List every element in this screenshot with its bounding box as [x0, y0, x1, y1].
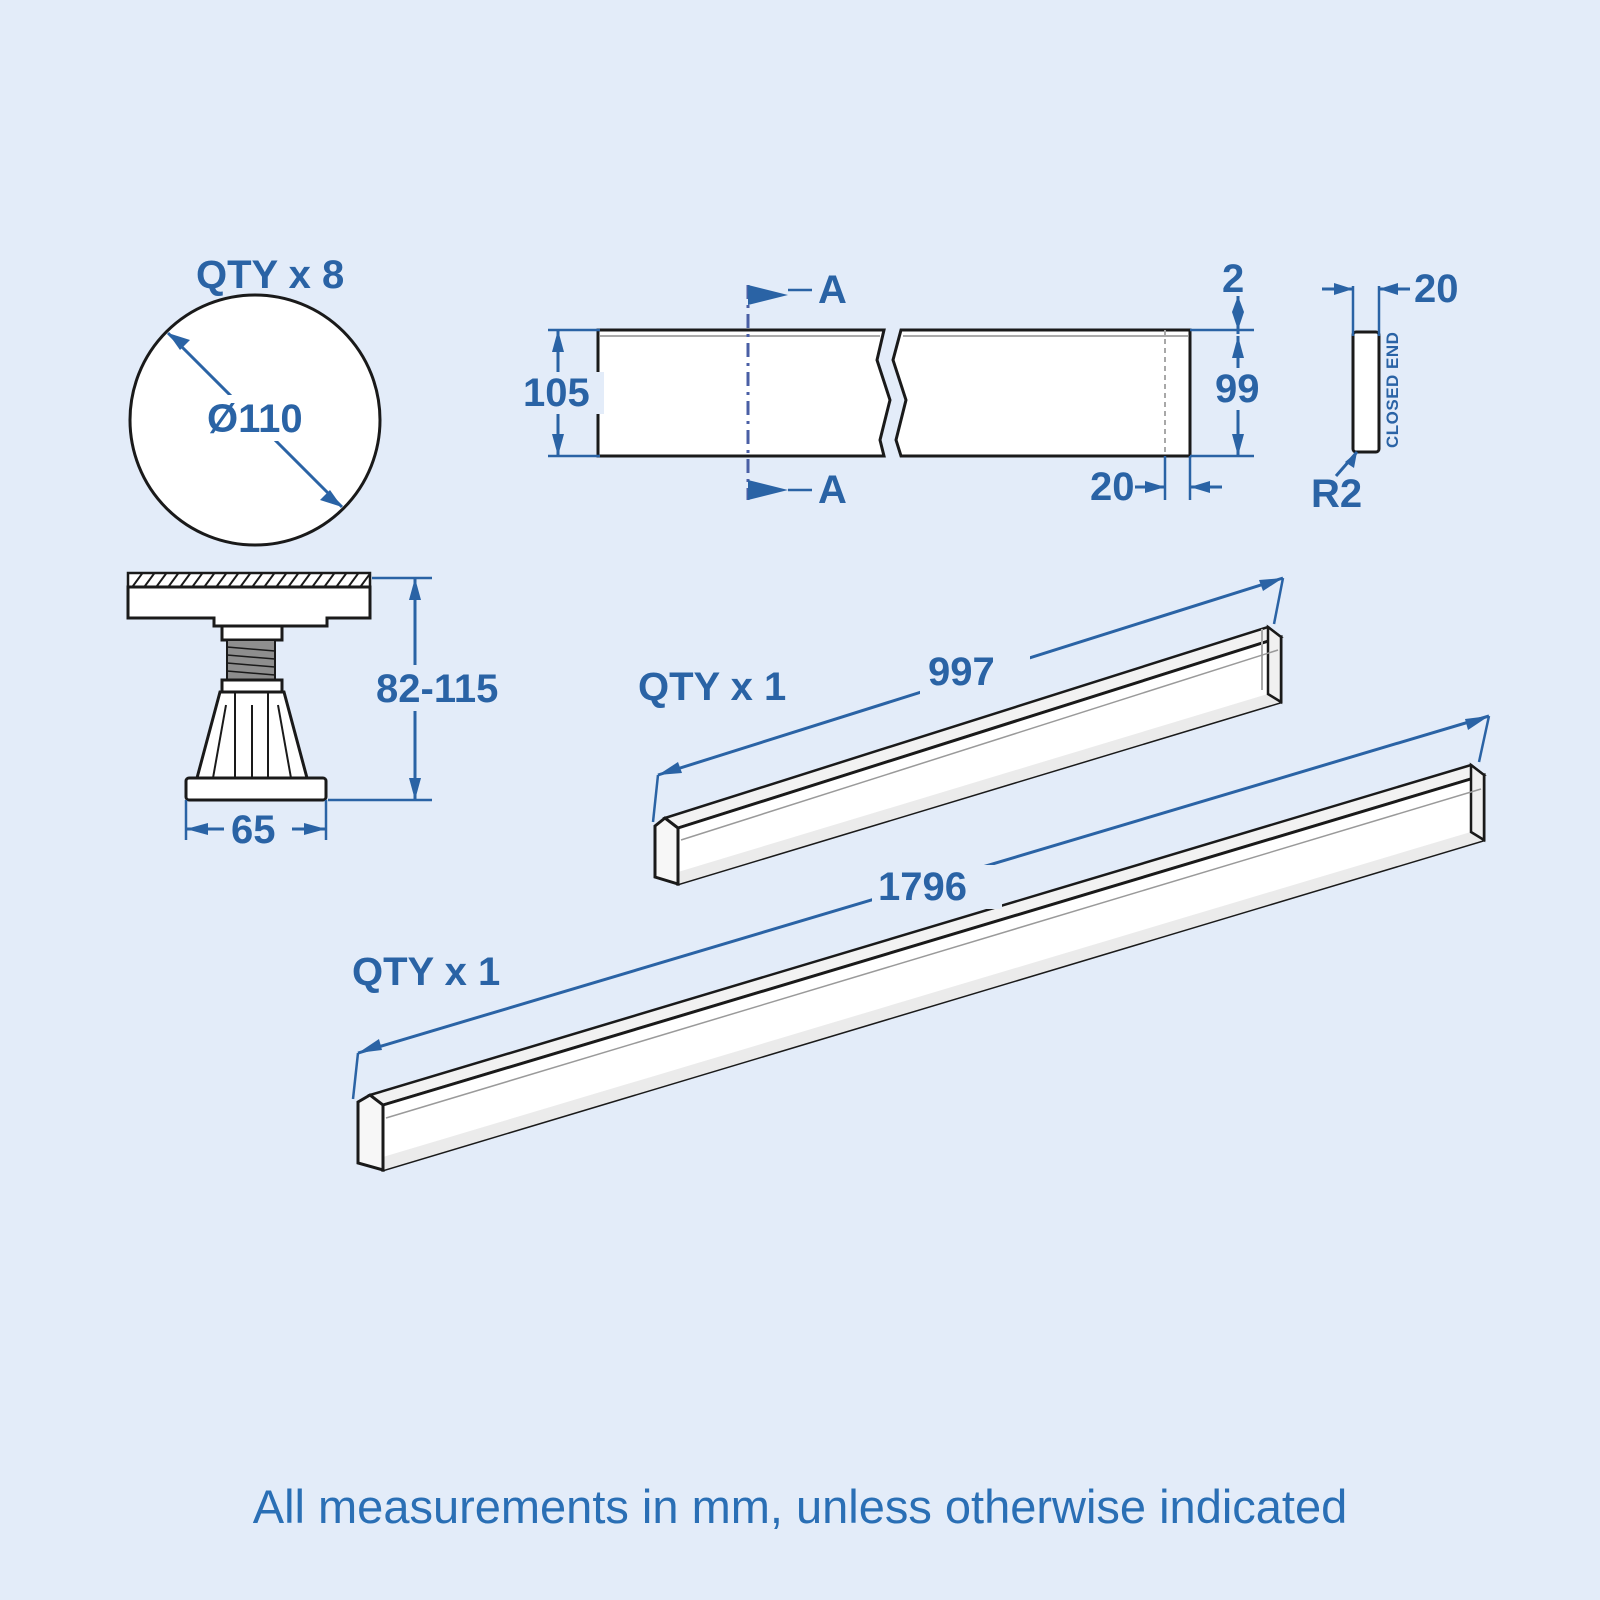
- cap-diameter-arrow-start: [168, 333, 190, 350]
- panel-1796-right-end: [1469, 762, 1486, 843]
- section-arrow-bottom: [748, 480, 788, 500]
- section-mark-bottom-label: A: [818, 468, 847, 512]
- leg-height-arrow-top: [409, 578, 421, 600]
- panel-lip-arrow-down: [1232, 312, 1244, 330]
- panel-997-left-end: [653, 816, 680, 887]
- panel-997-length-label: 997: [928, 650, 995, 694]
- panel-1796-length-label: 1796: [878, 865, 967, 909]
- view-cap-plan: Ø110 QTY x 8: [128, 253, 382, 547]
- leg-height-arrow-bottom: [409, 778, 421, 800]
- leg-base-arrow-left: [186, 823, 208, 835]
- panel-height-arrow-bottom: [552, 434, 564, 456]
- panel-height-label: 105: [523, 371, 590, 415]
- leg-base-foot: [184, 776, 328, 802]
- panel-section-left-body: [596, 328, 892, 458]
- panel-inner-arrow-top: [1232, 336, 1244, 358]
- closed-end-radius-arrow: [1345, 452, 1357, 468]
- footer-note: All measurements in mm, unless otherwise…: [253, 1480, 1348, 1533]
- leg-shaft-collar-bottom: [220, 678, 284, 694]
- panel-section-right-body: [891, 328, 1192, 458]
- panel-offset-arrow-left: [1145, 481, 1165, 493]
- view-panel-section: A A 105 2 99: [520, 257, 1284, 512]
- panel-997-arrow-left: [658, 762, 682, 775]
- panel-997-right-end: [1266, 624, 1283, 705]
- panel-1796-bottom-shade: [383, 828, 1484, 1170]
- panel-997-bottom-shade: [678, 690, 1281, 884]
- panel-inner-height-label: 99: [1215, 367, 1260, 411]
- panel-1796-label-bg: [872, 865, 1002, 909]
- panel-1796-arrow-right: [1465, 716, 1489, 730]
- closed-end-width-label: 20: [1414, 267, 1459, 311]
- closed-end-note: CLOSED END: [1383, 332, 1402, 448]
- leg-rib-lines: [212, 692, 292, 779]
- view-leg-elevation: 82-115 65: [126, 571, 498, 852]
- leg-base-label-bg: [224, 806, 292, 850]
- panel-inner-arrow-bottom: [1232, 434, 1244, 456]
- view-panel-997: 997 QTY x 1: [638, 576, 1285, 887]
- panel-997-ext-left: [651, 774, 660, 823]
- panel-997-ext-right: [1272, 577, 1285, 625]
- leg-shaft-collar-top: [220, 624, 284, 642]
- panel-1796-left-end: [356, 1093, 385, 1172]
- panel-1796-ext-left: [351, 1052, 360, 1100]
- cap-diameter-label-bg: [195, 395, 315, 441]
- section-arrow-top: [748, 285, 788, 305]
- section-mark-top-label: A: [818, 268, 847, 312]
- panel-997-label-bg: [920, 650, 1030, 694]
- panel-997-qty-label: QTY x 1: [638, 665, 786, 709]
- cap-qty-label: QTY x 8: [196, 253, 344, 297]
- panel-1796-inner-edge: [385, 788, 1482, 1119]
- panel-inner-label-bg: [1212, 368, 1284, 410]
- panel-offset-arrow-right: [1190, 481, 1210, 493]
- leg-thread-lines: [226, 646, 276, 676]
- leg-height-label-bg: [372, 665, 482, 711]
- panel-1796-qty-label: QTY x 1: [352, 950, 500, 994]
- closed-end-arrow-right: [1379, 283, 1398, 295]
- panel-end-offset-label: 20: [1090, 465, 1135, 509]
- view-panel-1796: 1796 QTY x 1: [351, 714, 1491, 1173]
- cap-diameter-arrow-end: [320, 490, 342, 507]
- view-closed-end-detail: CLOSED END 20 R2: [1311, 267, 1459, 516]
- panel-lip-arrow-up: [1232, 296, 1244, 312]
- cap-diameter-label: Ø110: [207, 397, 303, 441]
- panel-997-inner-edge: [680, 649, 1279, 841]
- panel-height-arrow-top: [552, 330, 564, 352]
- panel-height-label-bg: [520, 372, 604, 414]
- leg-top-plate-body: [126, 585, 372, 628]
- leg-base-arrow-right: [304, 823, 326, 835]
- closed-end-arrow-left: [1334, 283, 1353, 295]
- panel-1796-arrow-left: [358, 1039, 382, 1053]
- panel-1796-top-face: [367, 763, 1487, 1107]
- closed-end-profile: [1351, 330, 1381, 454]
- panel-lip-label: 2: [1222, 257, 1244, 301]
- leg-base-width-label: 65: [231, 808, 276, 852]
- panel-997-arrow-right: [1259, 578, 1283, 591]
- leg-height-label: 82-115: [376, 667, 498, 711]
- closed-end-radius-label: R2: [1311, 472, 1362, 516]
- panel-1796-ext-right: [1477, 715, 1491, 763]
